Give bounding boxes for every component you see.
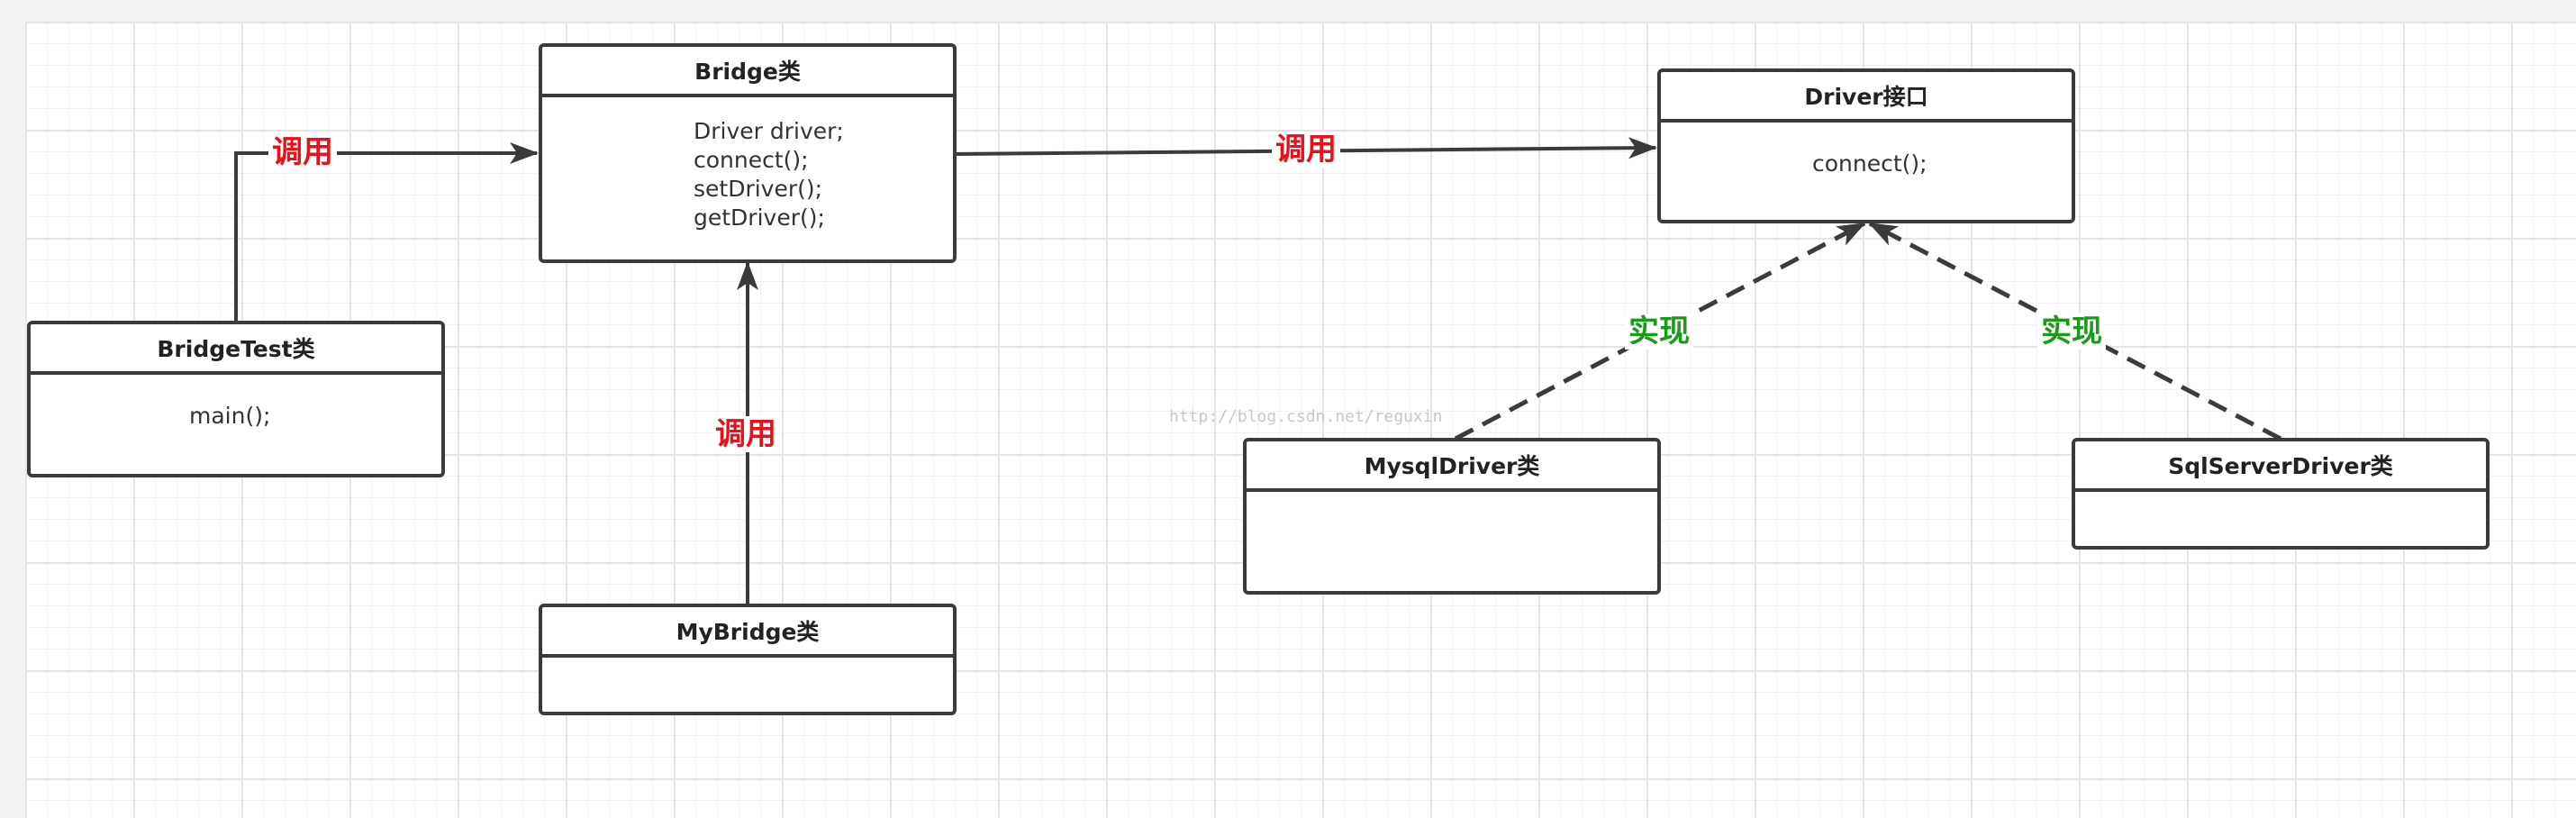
label-sqlserver-implements-driver: 实现 xyxy=(2037,314,2106,350)
member: connect(); xyxy=(694,147,809,173)
class-bridgetest-title: BridgeTest类 xyxy=(31,324,441,375)
class-mybridge[interactable]: MyBridge类 xyxy=(539,604,957,715)
label-mysql-implements-driver: 实现 xyxy=(1625,314,1693,350)
member: connect(); xyxy=(1812,150,1927,177)
class-bridge-title: Bridge类 xyxy=(542,47,953,97)
class-sqlserverdriver[interactable]: SqlServerDriver类 xyxy=(2072,438,2490,550)
class-mysqldriver[interactable]: MysqlDriver类 xyxy=(1243,438,1661,595)
interface-driver[interactable]: Driver接口 connect(); xyxy=(1657,68,2075,223)
member: setDriver(); xyxy=(694,176,823,202)
class-bridge[interactable]: Bridge类 Driver driver; connect(); setDri… xyxy=(539,43,957,263)
interface-driver-members: connect(); xyxy=(1661,123,2072,178)
label-mybridge-calls-bridge: 调用 xyxy=(712,416,780,452)
member: Driver driver; xyxy=(694,118,844,144)
class-sqlserverdriver-title: SqlServerDriver类 xyxy=(2075,441,2486,492)
class-bridgetest[interactable]: BridgeTest类 main(); xyxy=(27,321,445,477)
class-mybridge-title: MyBridge类 xyxy=(542,607,953,658)
class-bridgetest-members: main(); xyxy=(31,375,441,431)
interface-driver-title: Driver接口 xyxy=(1661,72,2072,123)
label-bridge-calls-driver: 调用 xyxy=(1272,132,1340,168)
watermark-text: http://blog.csdn.net/reguxin xyxy=(1169,407,1443,426)
member: getDriver(); xyxy=(694,204,825,231)
member: main(); xyxy=(189,403,271,429)
class-mysqldriver-title: MysqlDriver类 xyxy=(1247,441,1657,492)
label-bridgetest-calls-bridge: 调用 xyxy=(268,134,337,170)
class-bridge-members: Driver driver; connect(); setDriver(); g… xyxy=(542,97,953,232)
